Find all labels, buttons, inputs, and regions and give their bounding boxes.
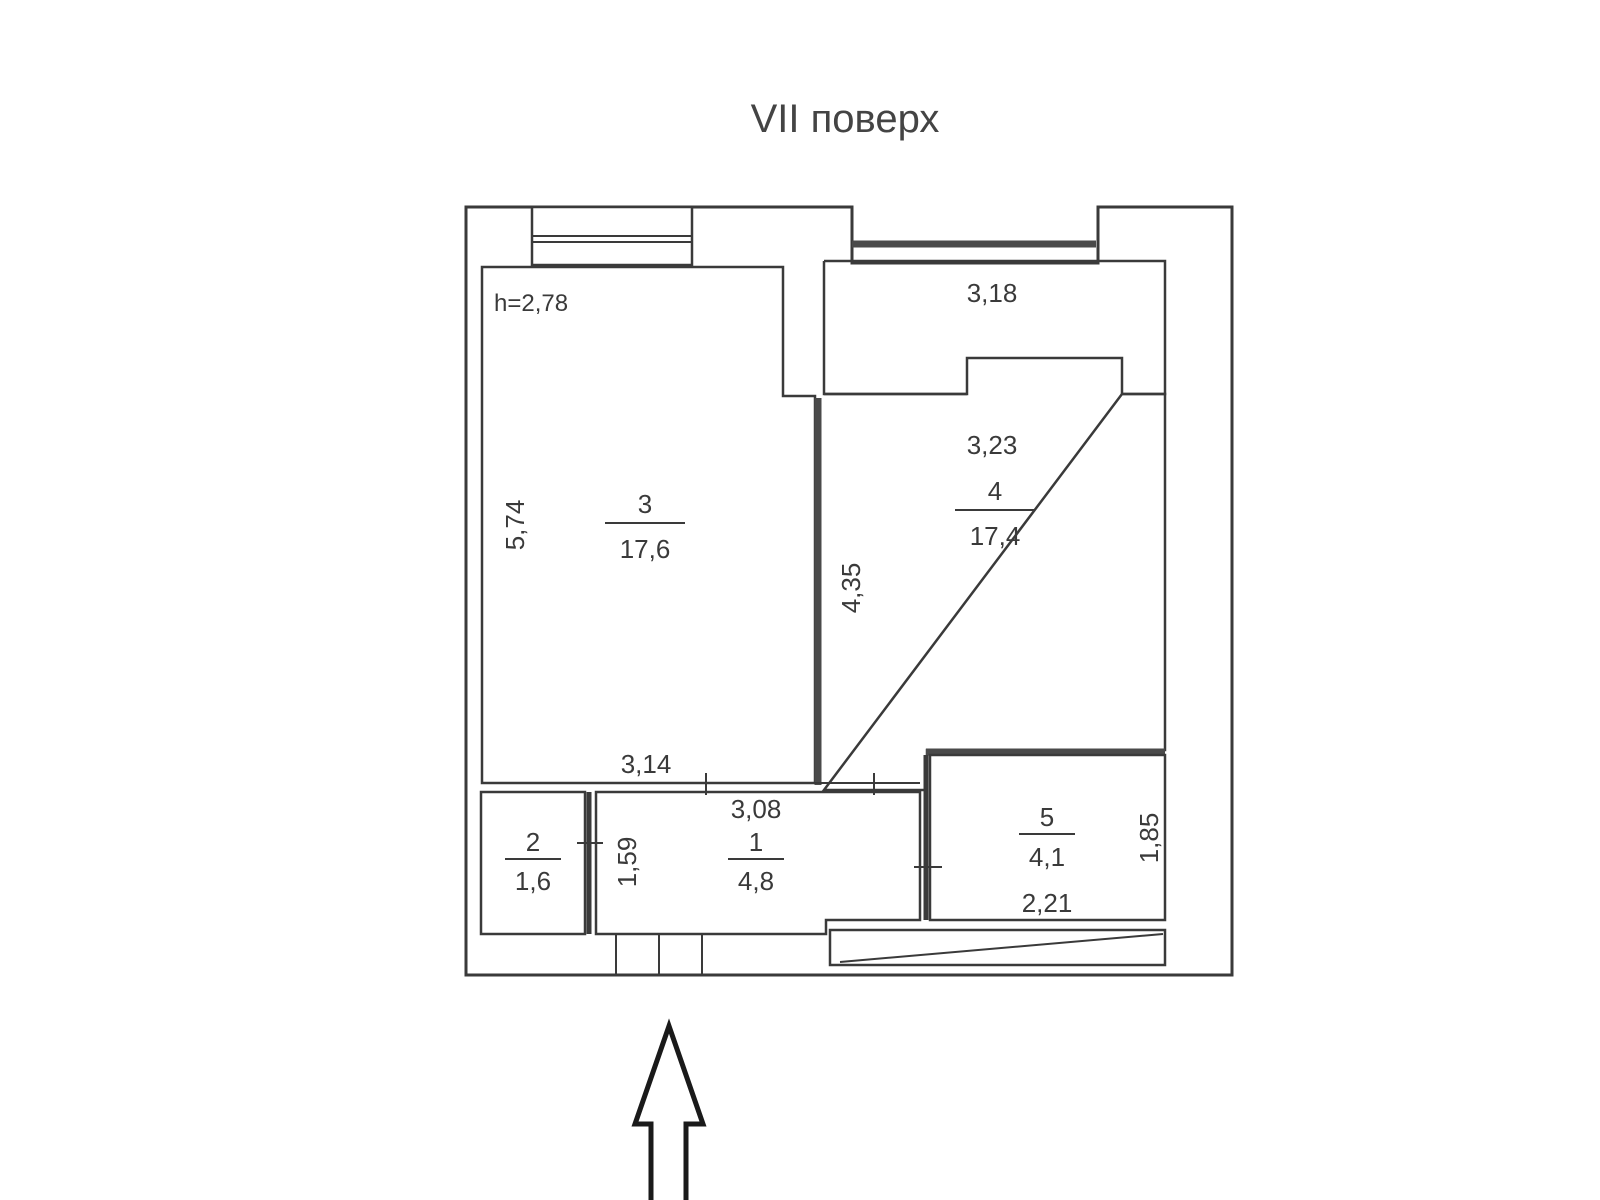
room-1-label: 1 4,8 <box>728 827 784 896</box>
storage-niche <box>828 928 1167 967</box>
room-1-number: 1 <box>749 827 763 857</box>
dim-room3-height: 5,74 <box>500 500 530 551</box>
room-2-area: 1,6 <box>515 866 551 896</box>
dim-room5-height: 1,85 <box>1134 813 1164 864</box>
floor-title: VII поверх <box>751 97 940 141</box>
room-5-label: 5 4,1 <box>1019 802 1075 872</box>
dim-room4-height: 4,35 <box>836 563 866 614</box>
dim-hall-height: 1,59 <box>612 837 642 888</box>
dim-room3-width: 3,14 <box>621 749 672 779</box>
room-4-number: 4 <box>988 476 1002 506</box>
room-1-outline <box>594 790 922 936</box>
room-1-area: 4,8 <box>738 866 774 896</box>
balcony-outline <box>822 259 1167 396</box>
room-5-area: 4,1 <box>1029 842 1065 872</box>
entrance-door <box>615 934 703 975</box>
room-3-area: 17,6 <box>620 534 671 564</box>
room-2-outline <box>479 790 587 936</box>
room-3-outline <box>480 265 817 785</box>
dim-hall-width: 3,08 <box>731 794 782 824</box>
room-4-area: 17,4 <box>970 521 1021 551</box>
room-3-label: 3 17,6 <box>605 489 685 564</box>
room-2-number: 2 <box>526 827 540 857</box>
door-ticks <box>577 773 942 868</box>
room-5-number: 5 <box>1040 802 1054 832</box>
room-5-outline <box>928 753 1167 922</box>
dim-room4-width: 3,23 <box>967 430 1018 460</box>
window-room-3 <box>530 205 694 267</box>
dim-balcony-width: 3,18 <box>967 278 1018 308</box>
entrance-arrow-icon <box>631 1018 707 1200</box>
room-4-label: 4 17,4 <box>955 476 1035 551</box>
room-2-label: 2 1,6 <box>505 827 561 896</box>
dim-room5-width: 2,21 <box>1022 888 1073 918</box>
ceiling-height-label: h=2,78 <box>494 290 568 317</box>
room-3-number: 3 <box>638 489 652 519</box>
